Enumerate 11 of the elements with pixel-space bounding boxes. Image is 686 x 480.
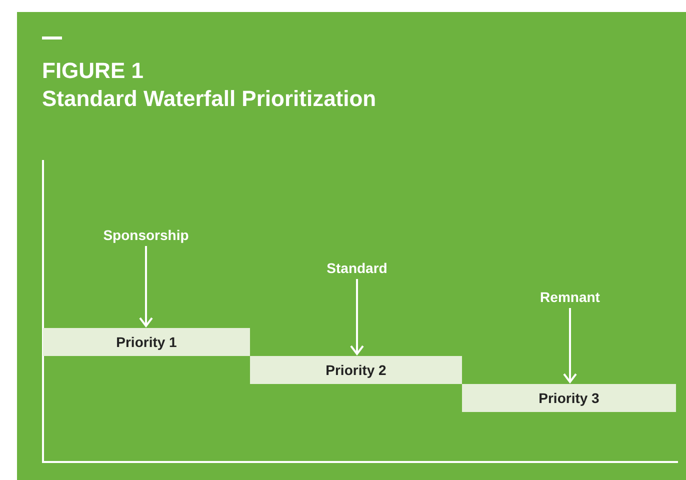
priority-bar: Priority 2 — [250, 356, 462, 384]
arrow — [350, 279, 364, 355]
arrow — [139, 246, 153, 327]
tier-label: Remnant — [520, 286, 620, 308]
figure-number: FIGURE 1 — [42, 58, 144, 84]
priority-bar: Priority 1 — [43, 328, 250, 356]
priority-bar: Priority 3 — [462, 384, 676, 412]
arrow — [563, 308, 577, 383]
tier-label: Sponsorship — [86, 224, 206, 246]
figure-title: Standard Waterfall Prioritization — [42, 86, 376, 112]
tier-label: Standard — [306, 257, 408, 279]
